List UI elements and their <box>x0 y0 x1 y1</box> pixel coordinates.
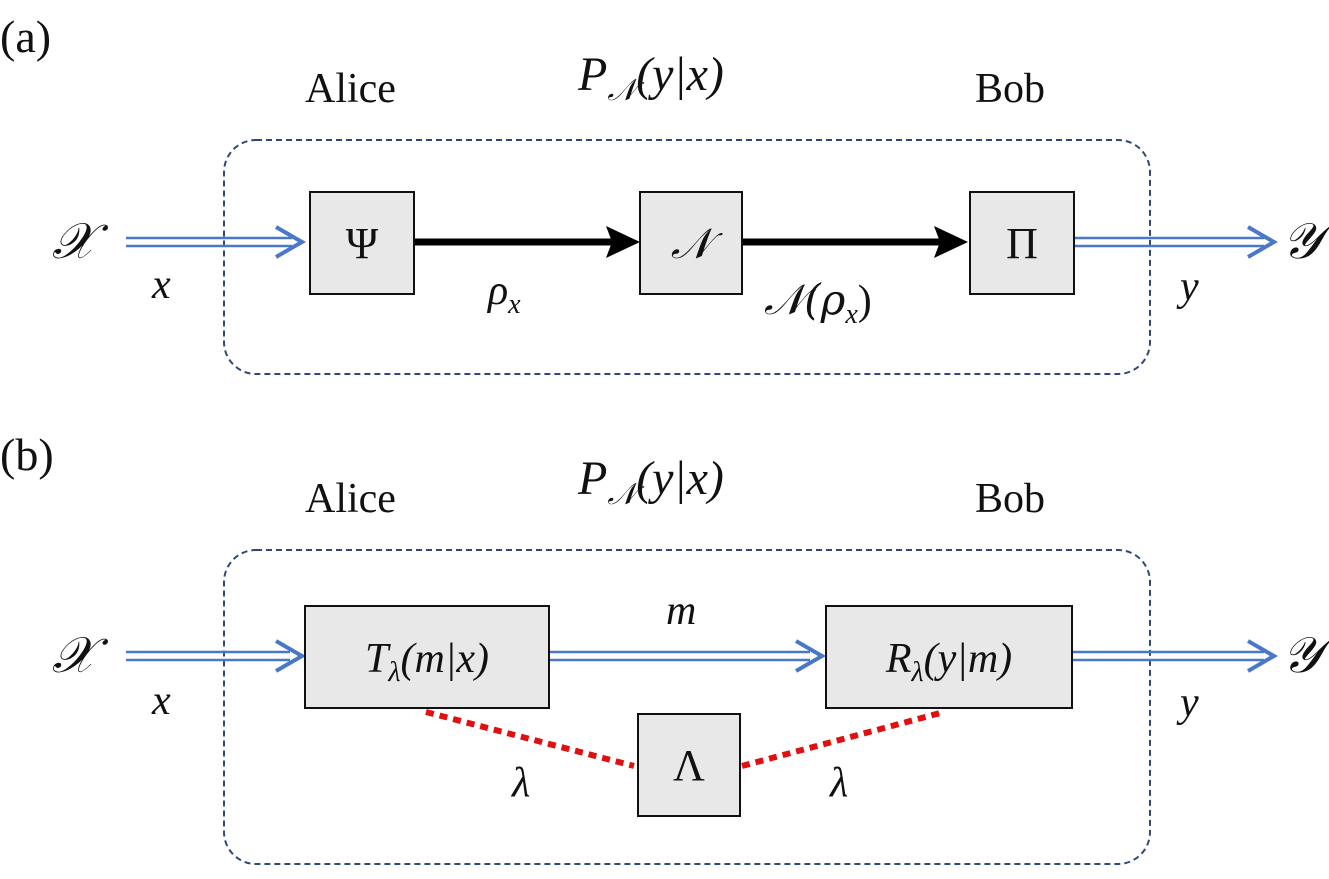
panel-a-input-var: x <box>151 262 171 308</box>
panel-b-encoder-sub: λ <box>387 657 400 688</box>
panel-b-shared-label: Λ <box>673 741 705 790</box>
panel-a-output-wire <box>1074 225 1279 259</box>
panel-a-rho-sub: x <box>507 289 521 320</box>
panel-b: (b) P𝒩(y|x) Alice Bob <box>0 429 1329 865</box>
panel-a-title-p: P <box>577 48 607 101</box>
panel-a-nrho-pre: 𝒩(ρ <box>764 275 846 324</box>
panel-b-decoder-label: Rλ(y|m) <box>885 636 1012 688</box>
panel-a-frame <box>223 139 1151 375</box>
panel-b-title: P𝒩(y|x) <box>577 452 724 512</box>
panel-a-channel-box: 𝒩 <box>639 191 743 295</box>
panel-a-input-set: 𝒳 <box>52 212 109 270</box>
panel-a-output-var: y <box>1176 264 1199 310</box>
panel-b-decoder-r: R <box>885 636 912 682</box>
panel-a-measure-box: Π <box>969 191 1075 295</box>
panel-b-shared-link-left <box>425 709 635 769</box>
panel-a-channel-output-label: 𝒩(ρx) <box>764 275 872 330</box>
panel-b-output-var: y <box>1176 680 1199 726</box>
panel-a-alice-label: Alice <box>305 66 396 112</box>
panel-a-measure-label: Π <box>1006 219 1038 268</box>
panel-b-encoder-box: Tλ(m|x) <box>304 605 550 709</box>
panel-a-encoder-label: Ψ <box>346 219 379 268</box>
panel-b-bob-label: Bob <box>975 476 1045 522</box>
panel-b-decoder-sub: λ <box>911 657 924 688</box>
panel-b-message-wire <box>550 639 827 673</box>
panel-a-nrho-sub: x <box>844 299 858 330</box>
panel-a-title-rest: (y|x) <box>636 48 724 101</box>
panel-b-message-label: m <box>666 588 696 634</box>
panel-b-lambda-left: λ <box>510 760 530 806</box>
panel-b-input-var: x <box>151 678 171 724</box>
panel-b-output-wire <box>1072 639 1279 673</box>
panel-a-quantum-wire-1 <box>414 226 640 258</box>
panel-a-title: P𝒩(y|x) <box>577 48 724 108</box>
panel-a-rho: ρ <box>486 268 508 314</box>
panel-b-title-rest: (y|x) <box>636 452 724 505</box>
panel-b-title-p: P <box>577 452 607 505</box>
panel-b-shared-link-right <box>741 709 945 769</box>
panel-a-state-label: ρx <box>486 268 521 320</box>
panel-a-input-wire <box>126 225 307 259</box>
panel-b-lambda-right: λ <box>828 760 848 806</box>
panel-a-quantum-wire-2 <box>742 226 968 258</box>
panel-a-nrho-post: ) <box>858 278 872 324</box>
panel-b-decoder-box: Rλ(y|m) <box>825 605 1073 709</box>
panel-b-output-set: 𝒴 <box>1282 626 1329 684</box>
panel-b-encoder-t: T <box>365 636 391 682</box>
panel-b-input-wire <box>126 639 307 673</box>
panel-a-tag: (a) <box>0 11 51 62</box>
panel-a-bob-label: Bob <box>975 66 1045 112</box>
panel-b-input-set: 𝒳 <box>52 626 109 684</box>
panel-a-output-set: 𝒴 <box>1282 212 1329 270</box>
panel-b-encoder-label: Tλ(m|x) <box>365 636 489 688</box>
panel-b-shared-box: Λ <box>637 713 741 817</box>
panel-a: (a) P𝒩(y|x) Alice Bob Ψ <box>0 11 1329 375</box>
panel-b-decoder-rest: (y|m) <box>924 636 1013 682</box>
panel-b-encoder-rest: (m|x) <box>401 636 490 682</box>
panel-b-alice-label: Alice <box>305 476 396 522</box>
panel-a-encoder-box: Ψ <box>309 191 415 295</box>
panel-b-tag: (b) <box>0 429 54 480</box>
panel-b-frame <box>223 549 1151 865</box>
